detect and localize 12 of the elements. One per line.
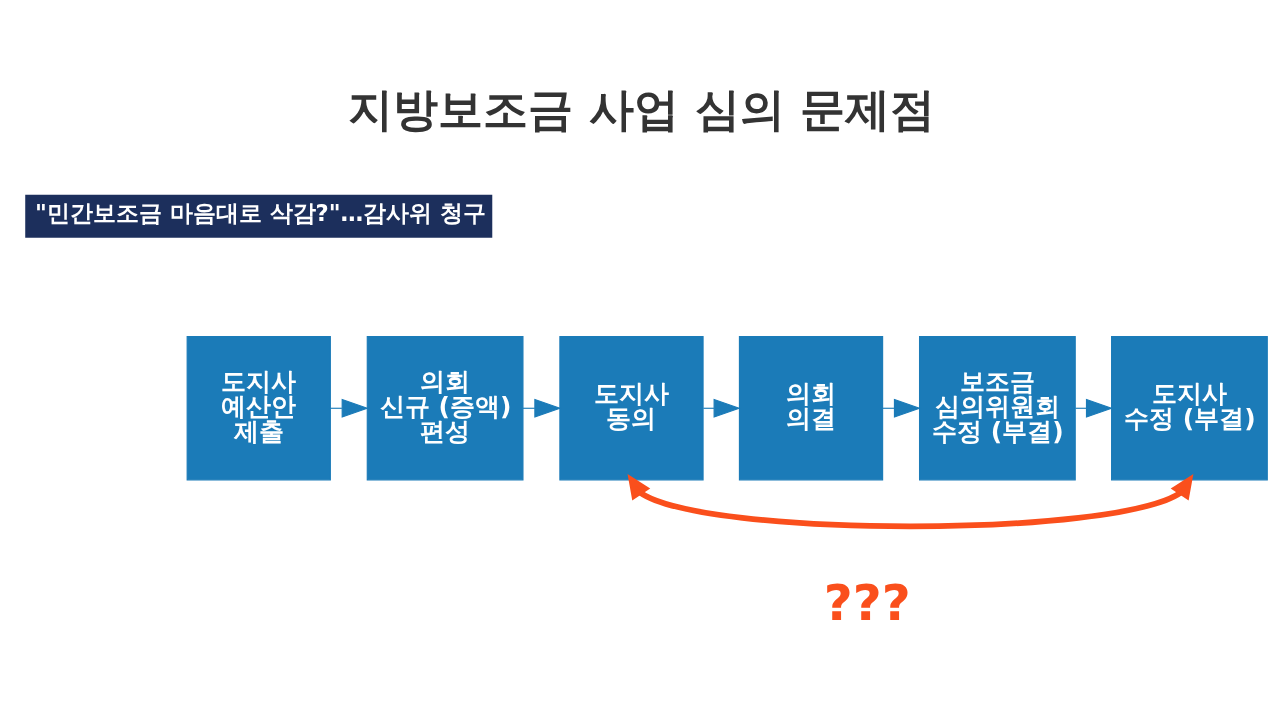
node-box: 의회 신규 (증액) 편성 bbox=[366, 335, 524, 480]
arrow bbox=[627, 473, 1194, 529]
node-box: 도지사 동의 bbox=[559, 335, 704, 480]
node-box: 도지사 수정 (부결) bbox=[1111, 335, 1268, 480]
arrow bbox=[329, 398, 369, 418]
node-box: 도지사 예산안 제출 bbox=[186, 335, 331, 480]
node-box: 의회 의결 bbox=[738, 335, 884, 480]
edge-label: ??? bbox=[823, 573, 911, 632]
node-box: 보조금 심의위원회 수정 (부결) bbox=[918, 335, 1076, 480]
arrow bbox=[1074, 398, 1114, 418]
label: "민간보조금 마음대로 삭감?"…감사위 청구 bbox=[34, 199, 487, 226]
diagram-title: 지방보조금 사업 심의 문제점 bbox=[347, 82, 936, 136]
